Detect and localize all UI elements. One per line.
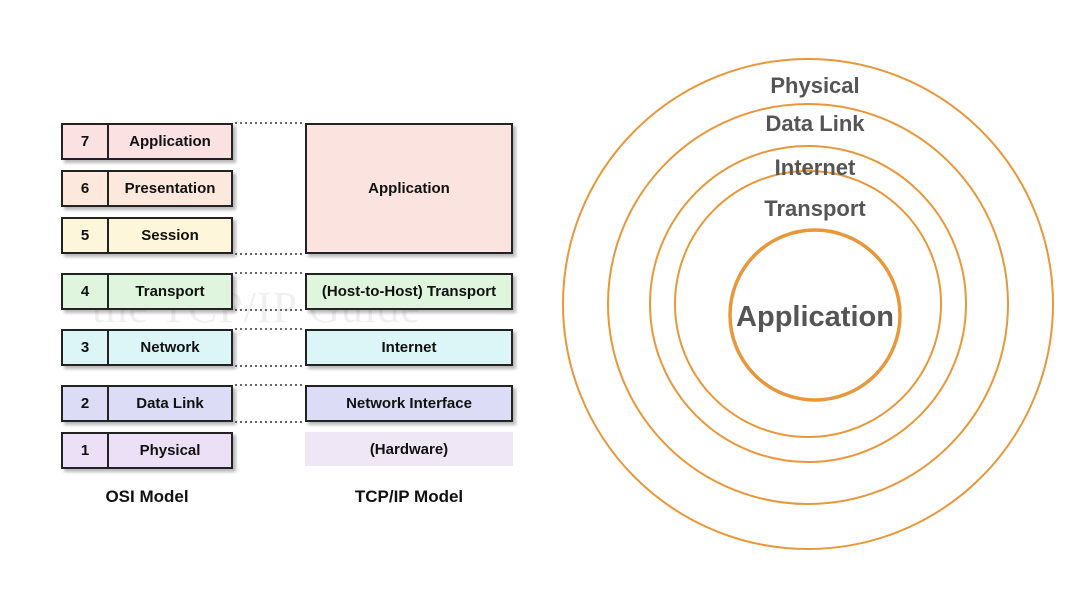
ring-internet (649, 145, 967, 463)
ring-transport (674, 170, 942, 438)
osi-layer-number: 7 (63, 125, 109, 158)
osi-layer-physical: 1 Physical (61, 432, 233, 469)
tcpip-layer-name: Application (368, 180, 450, 197)
tcpip-layer-hardware: (Hardware) (305, 432, 513, 466)
tcpip-layer-name: Internet (381, 339, 437, 356)
tcpip-layer-network-interface: Network Interface (305, 385, 513, 422)
ring-label-transport: Transport (764, 196, 866, 221)
osi-layer-number: 5 (63, 219, 109, 252)
tcpip-layer-name: Network Interface (346, 395, 472, 412)
osi-layer-name: Transport (135, 283, 205, 300)
osi-layer-presentation: 6 Presentation (61, 170, 233, 207)
osi-layer-data-link: 2 Data Link (61, 385, 233, 422)
osi-layer-number: 4 (63, 275, 109, 308)
ring-label-physical: Physical (770, 73, 859, 98)
osi-layer-name: Network (140, 339, 200, 356)
tcpip-model-title: TCP/IP Model (354, 487, 464, 506)
concentric-rings (562, 58, 1054, 550)
ring-label-data-link: Data Link (765, 111, 865, 136)
osi-layer-name: Presentation (124, 180, 216, 197)
tcpip-layer-internet: Internet (305, 329, 513, 366)
tcpip-layer-application: Application (305, 123, 513, 254)
osi-layer-number: 6 (63, 172, 109, 205)
osi-layer-name: Physical (139, 442, 201, 459)
osi-layer-transport: 4 Transport (61, 273, 233, 310)
osi-layer-name: Application (129, 133, 211, 150)
osi-layer-network: 3 Network (61, 329, 233, 366)
osi-layer-number: 2 (63, 387, 109, 420)
ring-data-link (607, 103, 1009, 505)
tcpip-layer-name: (Host-to-Host) Transport (321, 283, 497, 300)
ring-label-application: Application (736, 301, 894, 333)
osi-layer-session: 5 Session (61, 217, 233, 254)
layer-connectors (235, 122, 304, 423)
osi-layer-name: Data Link (136, 395, 204, 412)
osi-layer-number: 1 (63, 434, 109, 467)
ring-physical (562, 58, 1054, 550)
ring-label-internet: Internet (775, 155, 856, 180)
tcpip-layer-name: (Hardware) (369, 440, 449, 458)
osi-layer-number: 3 (63, 331, 109, 364)
osi-layer-application: 7 Application (61, 123, 233, 160)
ring-application (728, 228, 902, 402)
osi-model-title: OSI Model (105, 487, 189, 506)
tcpip-layer-transport: (Host-to-Host) Transport (305, 273, 513, 310)
osi-layer-name: Session (141, 227, 199, 244)
